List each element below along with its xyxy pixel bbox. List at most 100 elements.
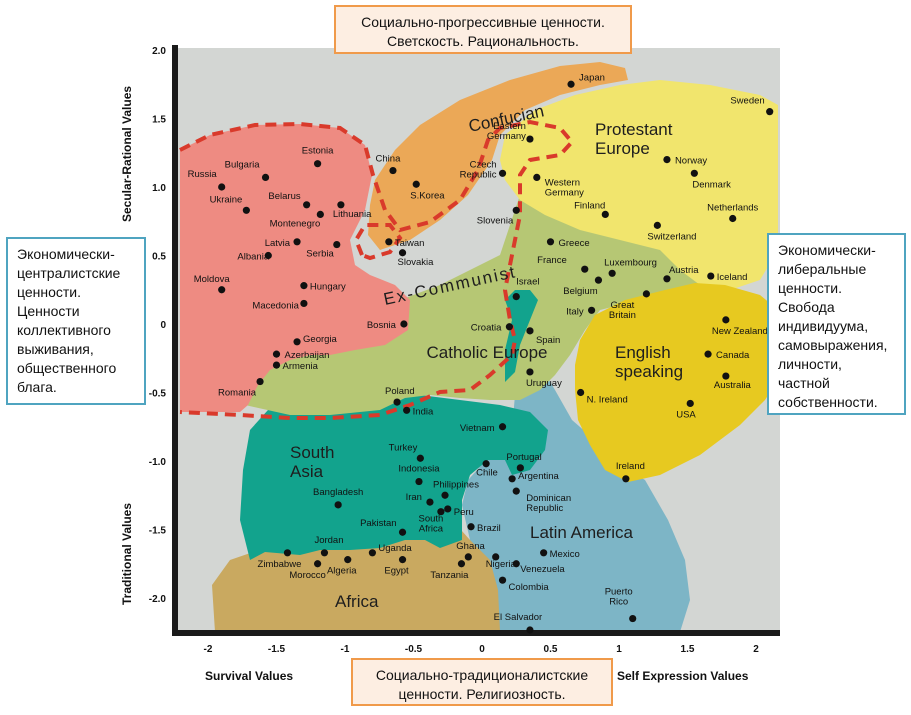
callout-line: централистские xyxy=(17,265,121,281)
point-label: France xyxy=(537,255,567,266)
data-point xyxy=(403,406,411,414)
y-tick-label: -2.0 xyxy=(149,594,167,605)
point-label: Vietnam xyxy=(460,423,495,434)
region-south-asia xyxy=(240,392,548,560)
point-label: Venezuela xyxy=(520,564,565,575)
callout-line: личности, xyxy=(778,356,842,372)
callout-line: либеральные xyxy=(778,261,867,277)
data-point xyxy=(707,272,715,280)
data-point xyxy=(300,282,308,290)
point-label: Ghana xyxy=(456,541,485,552)
data-point xyxy=(333,240,341,249)
ex-communist-dashed-boundary xyxy=(179,119,575,420)
data-point xyxy=(512,487,520,495)
point-label: Peru xyxy=(454,507,474,518)
callout-line: самовыражения, xyxy=(778,337,888,353)
x-tick-label: 1.5 xyxy=(681,644,695,655)
point-label: Netherlands xyxy=(707,203,758,214)
data-point xyxy=(722,372,730,380)
point-label: Serbia xyxy=(306,249,334,260)
y-tick-label: 0.5 xyxy=(152,252,166,263)
point-label: Tanzania xyxy=(430,570,469,581)
data-point xyxy=(533,173,541,182)
region-catholic-europe xyxy=(245,180,730,415)
point-label: Belgium xyxy=(563,286,597,297)
callout-line: Социально-традиционалистские xyxy=(375,667,589,683)
callout-line: блага. xyxy=(17,379,57,395)
data-point xyxy=(393,398,401,406)
region-label: Africa xyxy=(335,592,379,611)
data-point xyxy=(398,528,407,536)
data-point xyxy=(722,316,730,324)
callout-line: индивидуума, xyxy=(778,318,869,334)
x-tick-label: 2 xyxy=(753,644,759,655)
point-label: Armenia xyxy=(283,361,319,372)
data-point xyxy=(334,501,342,509)
data-point xyxy=(398,249,407,257)
data-point xyxy=(505,323,513,331)
point-label: Uganda xyxy=(378,543,412,554)
point-label: Indonesia xyxy=(398,464,440,475)
data-point xyxy=(653,221,661,229)
point-label: N. Ireland xyxy=(587,395,628,406)
data-point xyxy=(498,423,507,431)
point-label: Luxembourg xyxy=(604,257,657,268)
point-label: El Salvador xyxy=(494,612,543,623)
data-point xyxy=(218,183,226,191)
callout-line: собственности. xyxy=(778,394,878,410)
data-point xyxy=(415,477,423,486)
point-label: USA xyxy=(676,409,696,420)
data-point xyxy=(766,108,774,116)
data-point xyxy=(512,206,520,214)
data-point xyxy=(368,549,376,557)
data-point xyxy=(540,549,548,557)
data-point xyxy=(426,498,434,506)
data-point xyxy=(663,275,671,283)
x-tick-label: -1.5 xyxy=(268,644,286,655)
data-point xyxy=(498,576,507,584)
x-tick-label: 0.5 xyxy=(544,644,558,655)
point-label: Zimbabwe xyxy=(258,559,302,570)
point-label: Montenegro xyxy=(270,218,321,229)
x-tick-label: 0 xyxy=(479,644,485,655)
y-axis-label-bottom: Traditional Values xyxy=(120,503,134,605)
data-point xyxy=(622,475,630,483)
data-point xyxy=(512,293,520,301)
data-point xyxy=(398,556,407,564)
data-point xyxy=(482,460,490,468)
y-tick-label: 1.5 xyxy=(152,115,166,126)
point-label: Ireland xyxy=(616,461,645,472)
y-tick-label: 2.0 xyxy=(152,46,166,57)
point-label: Algeria xyxy=(327,566,357,577)
data-point xyxy=(492,553,500,561)
data-point xyxy=(283,549,292,557)
data-point xyxy=(316,210,324,218)
point-label: Jordan xyxy=(314,535,343,546)
region-label: Latin America xyxy=(530,523,634,542)
data-point xyxy=(412,180,420,188)
point-label: Switzerland xyxy=(647,231,696,242)
data-point xyxy=(588,306,596,314)
point-label: Spain xyxy=(536,335,560,346)
region-label: Catholic Europe xyxy=(427,343,548,362)
taiwan-dashed-loop xyxy=(353,223,403,261)
point-label: New Zealand xyxy=(712,326,768,337)
data-point xyxy=(400,320,408,328)
data-point xyxy=(704,350,712,358)
point-label: Slovakia xyxy=(398,257,435,268)
point-label: Slovenia xyxy=(477,215,514,226)
point-label: Australia xyxy=(714,380,752,391)
point-label: Lithuania xyxy=(333,209,372,220)
point-label: Israel xyxy=(516,277,539,288)
data-point xyxy=(242,206,250,214)
callout-line: частной xyxy=(778,375,830,391)
point-label: Brazil xyxy=(477,523,501,534)
